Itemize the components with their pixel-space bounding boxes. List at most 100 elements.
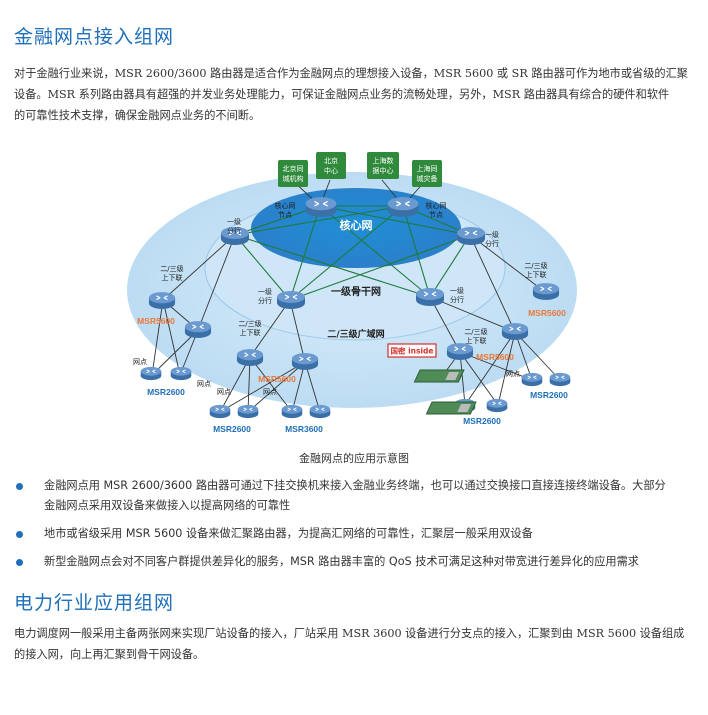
msr5600-label: MSR5600 xyxy=(258,374,296,384)
list-item: 新型金融网点会对不同客户群提供差异化的服务，MSR 路由器丰富的 QoS 技术可… xyxy=(14,552,704,572)
uplink-label: 上下联 xyxy=(526,270,547,279)
box-label: 北京 xyxy=(324,156,338,165)
list-item-line: 地市或省级采用 MSR 5600 设备来做汇聚路由器，为提高汇网络的可靠性，汇聚… xyxy=(44,527,533,540)
uplink-label: 上下联 xyxy=(240,328,261,337)
backbone-router-left xyxy=(276,290,306,310)
black-links xyxy=(151,179,561,413)
paragraph-line: 对于金融行业来说，MSR 2600/3600 路由器是适合作为金融网点的理想接入… xyxy=(14,67,688,80)
section-title-power: 电力行业应用组网 xyxy=(14,592,175,614)
box-label: 城机构 xyxy=(283,174,304,183)
device-card xyxy=(413,369,465,383)
msr5600-right-b xyxy=(501,322,529,341)
msr2600-router xyxy=(549,372,571,387)
outlet-label: 网点 xyxy=(217,388,231,396)
uplink-label: 上下联 xyxy=(162,273,183,282)
box-label: 中心 xyxy=(324,166,338,175)
branch-label: 分行 xyxy=(227,226,241,235)
outlet-label: 网点 xyxy=(506,370,520,378)
device-card xyxy=(425,401,477,415)
branch-label: 分行 xyxy=(485,239,499,248)
box-label: 据中心 xyxy=(373,166,394,175)
msr2600-label: MSR2600 xyxy=(213,424,251,434)
box-label: 城灾备 xyxy=(417,174,438,183)
core-router-left xyxy=(304,196,338,218)
beijing-center-box xyxy=(316,152,346,179)
msr3600-router xyxy=(281,404,303,419)
paragraph-line: 的接入网，向上再汇聚到骨干网设备。 xyxy=(14,648,205,661)
msr2600-label: MSR2600 xyxy=(147,387,185,397)
branch-label: 分行 xyxy=(258,296,272,305)
bullet-dot-icon xyxy=(16,559,23,566)
box-label: 上海数 xyxy=(373,156,394,165)
outlet-label: 网点 xyxy=(263,388,277,396)
msr2600-router xyxy=(521,372,543,387)
branch-label: 一级 xyxy=(485,230,499,239)
msr5600-left-a xyxy=(148,291,176,310)
msr5600-label: MSR5600 xyxy=(528,308,566,318)
msr2600-router xyxy=(209,404,231,419)
paragraph-line: 电力调度网一般采用主备两张网来实现厂站设备的接入，厂站采用 MSR 3600 设… xyxy=(14,627,685,640)
branch-label: 一级 xyxy=(258,287,272,296)
msr5600-label: MSR5600 xyxy=(137,316,175,326)
outlet-label: 网点 xyxy=(133,358,147,366)
branch-label: 一级 xyxy=(450,286,464,295)
msr3600-label: MSR3600 xyxy=(285,424,323,434)
msr2600-label: MSR2600 xyxy=(530,390,568,400)
green-links xyxy=(234,205,471,301)
msr2600-router xyxy=(170,366,192,381)
msr2600-label: MSR2600 xyxy=(463,416,501,426)
core-node-label: 核心网 xyxy=(275,201,296,210)
uplink-label: 上下联 xyxy=(466,336,487,345)
msr3600-router xyxy=(309,404,331,419)
uplink-label: 二/三级 xyxy=(524,261,547,270)
list-item: 金融网点用 MSR 2600/3600 路由器可通过下挂交换机来接入金融业务终端… xyxy=(14,476,704,516)
paragraph-line: 的可靠性技术支撑，确保金融网点业务的不间断。 xyxy=(14,109,261,122)
green-boxes: 北京同 城机构 北京 中心 上海数 据中心 上海同 城灾备 xyxy=(278,152,442,187)
branch-label: 一级 xyxy=(227,217,241,226)
branch-router-right xyxy=(456,226,486,246)
bullet-list: 金融网点用 MSR 2600/3600 路由器可通过下挂交换机来接入金融业务终端… xyxy=(14,476,704,580)
backbone-router-right xyxy=(415,287,445,307)
uplink-label: 二/三级 xyxy=(464,327,487,336)
shanghai-backup-box xyxy=(412,160,442,187)
device-cards xyxy=(413,369,477,415)
diagram-caption: 金融网点的应用示意图 xyxy=(299,452,409,465)
core-node-label: 核心网 xyxy=(426,201,447,210)
inside-badge: 国密 inside xyxy=(390,346,433,356)
msr5600-right-c xyxy=(446,342,474,361)
core-network-label: 核心网 xyxy=(340,218,373,232)
box-label: 北京同 xyxy=(283,164,304,173)
bullet-dot-icon xyxy=(16,483,23,490)
msr5600-label: MSR5600 xyxy=(476,352,514,362)
inside-badge-frame xyxy=(387,343,437,358)
branch-label: 分行 xyxy=(450,295,464,304)
wan-label: 二/三级广域网 xyxy=(327,328,384,340)
core-node-label: 节点 xyxy=(429,211,443,219)
msr2600-router xyxy=(486,398,508,413)
bullet-dot-icon xyxy=(16,531,23,538)
core-node-label: 节点 xyxy=(278,211,292,219)
outlet-label: 网点 xyxy=(197,380,211,388)
list-item-line: 金融网点采用双设备来做接入以提高网络的可靠性 xyxy=(44,499,291,512)
finance-paragraph: 对于金融行业来说，MSR 2600/3600 路由器是适合作为金融网点的理想接入… xyxy=(14,63,698,126)
msr5600-left-b xyxy=(184,320,212,339)
box-label: 上海同 xyxy=(417,164,438,173)
power-paragraph: 电力调度网一般采用主备两张网来实现厂站设备的接入，厂站采用 MSR 3600 设… xyxy=(14,623,698,665)
backbone-label: 一级骨干网 xyxy=(331,285,381,298)
msr2600-router xyxy=(237,404,259,419)
uplink-label: 二/三级 xyxy=(238,319,261,328)
msr5600-mid-b xyxy=(291,352,319,371)
list-item: 地市或省级采用 MSR 5600 设备来做汇聚路由器，为提高汇网络的可靠性，汇聚… xyxy=(14,524,704,544)
uplink-label: 二/三级 xyxy=(160,264,183,273)
list-item-line: 金融网点用 MSR 2600/3600 路由器可通过下挂交换机来接入金融业务终端… xyxy=(44,479,666,492)
shanghai-datacenter-box xyxy=(367,152,399,179)
msr5600-mid-a xyxy=(236,348,264,367)
beijing-branch-box xyxy=(278,160,308,187)
msr5600-right-a xyxy=(532,282,560,301)
list-item-line: 新型金融网点会对不同客户群提供差异化的服务，MSR 路由器丰富的 QoS 技术可… xyxy=(44,555,639,568)
msr2600-router xyxy=(140,366,162,381)
paragraph-line: 设备。MSR 系列路由器具有超强的并发业务处理能力，可保证金融网点业务的流畅处理… xyxy=(14,88,670,101)
network-diagram: 北京同 城机构 北京 中心 上海数 据中心 上海同 城灾备 xyxy=(127,152,577,434)
core-router-right xyxy=(386,196,420,218)
section-title-finance: 金融网点接入组网 xyxy=(14,26,175,48)
